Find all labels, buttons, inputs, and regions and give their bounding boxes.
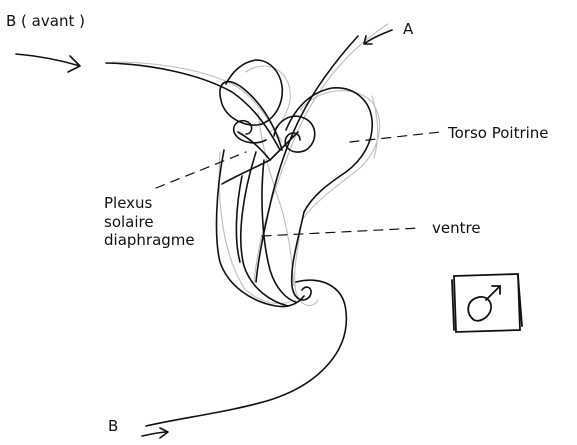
male-symbol-icon [467, 285, 501, 322]
label-b: B [108, 417, 119, 435]
label-plexus-solaire-diaphragme: Plexus solaire diaphragme [104, 194, 195, 250]
arrow-a-icon [363, 29, 393, 45]
male-symbol-box [451, 273, 523, 333]
pointer-plexus [155, 151, 247, 189]
arrows [15, 29, 393, 439]
upper-left-loop [219, 59, 284, 151]
pointer-torso [349, 131, 441, 143]
flow-line-b [145, 279, 348, 427]
label-plexus: Plexus [104, 194, 153, 212]
left-spiral [232, 119, 267, 144]
body-right-outline [290, 211, 312, 301]
label-b-avant: B ( avant ) [6, 12, 85, 30]
arrow-b-icon [141, 427, 169, 439]
label-a: A [403, 20, 414, 38]
dashed-pointers [155, 131, 441, 237]
body-left-outline [215, 149, 305, 308]
label-torso-poitrine: Torso Poitrine [448, 124, 549, 142]
pointer-ventre [261, 227, 421, 237]
label-ventre: ventre [432, 219, 481, 237]
label-diaphragme: diaphragme [104, 231, 195, 249]
label-solaire: solaire [104, 212, 154, 231]
right-spiral [273, 115, 316, 153]
flow-line-b-avant [105, 62, 281, 151]
pencil-understrokes [111, 23, 389, 307]
ink-strokes [105, 35, 373, 427]
flow-line-a [255, 35, 359, 283]
upper-right-lobe [285, 87, 373, 213]
arrow-b-avant-icon [15, 53, 81, 73]
